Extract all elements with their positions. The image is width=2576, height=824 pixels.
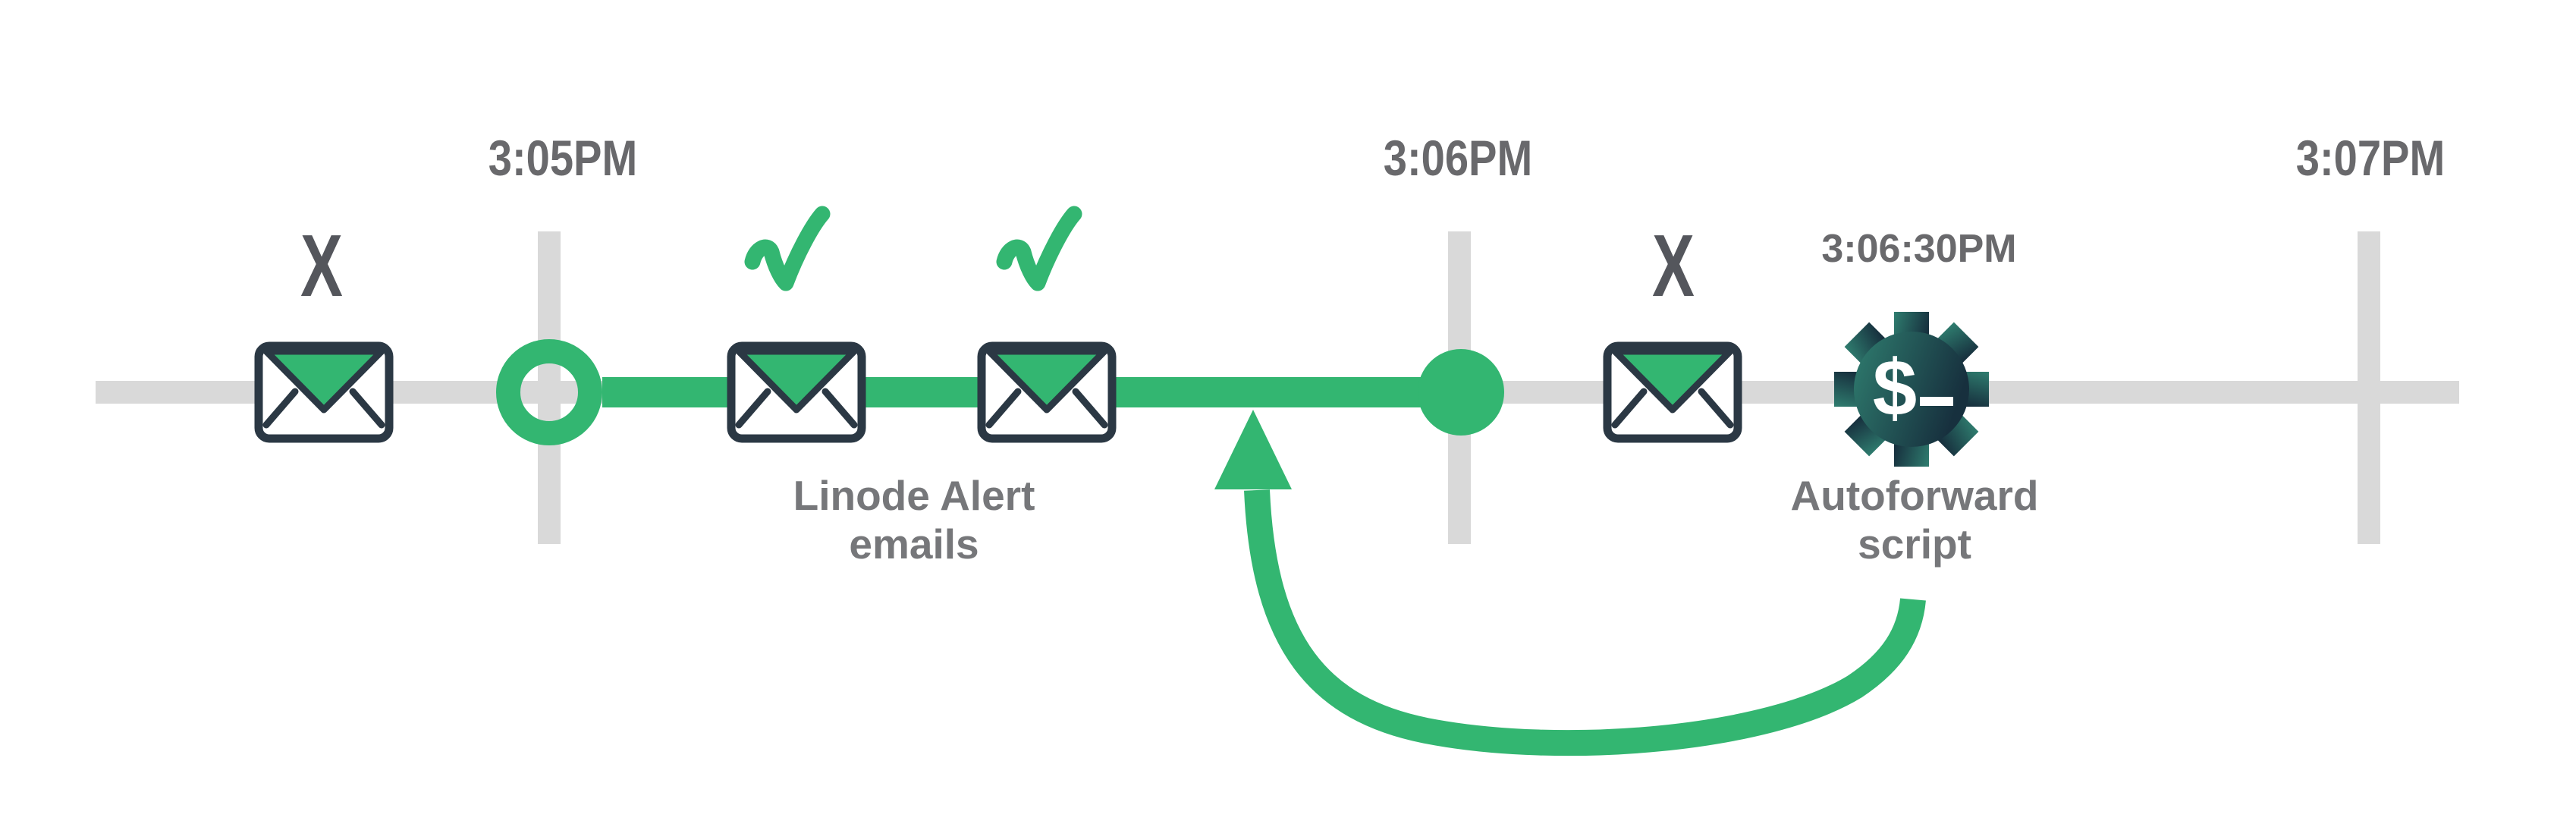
caption-line: script — [1858, 520, 1971, 568]
caption-autoforward-script: Autoforward script — [1702, 472, 2127, 569]
timeline-start-ring-marker — [496, 339, 602, 445]
email-icon — [254, 341, 394, 443]
caption-linode-alert-emails: Linode Alert emails — [702, 472, 1126, 569]
email-icon — [977, 341, 1117, 443]
timestamp-30630pm: 3:06:30PM — [1821, 227, 2017, 271]
caption-line: emails — [849, 520, 979, 568]
fail-x-mark-left: X — [300, 216, 343, 315]
email-icon — [1603, 341, 1742, 443]
dollar-prompt-text: $ — [1873, 344, 1917, 432]
caption-line: Autoforward — [1790, 472, 2039, 519]
success-checkmark-icon — [744, 206, 831, 291]
timeline-end-dot-marker — [1418, 349, 1504, 436]
arrowhead — [1214, 410, 1292, 489]
timestamp-305pm: 3:05PM — [488, 130, 638, 186]
timestamp-306pm: 3:06PM — [1383, 130, 1533, 186]
email-icon — [727, 341, 866, 443]
script-gear-icon: $ — [1834, 312, 1989, 467]
fail-x-mark-right: X — [1652, 216, 1695, 315]
tick-307pm — [2358, 231, 2380, 544]
success-checkmark-icon — [996, 206, 1082, 291]
terminal-cursor-shape — [1920, 397, 1953, 406]
caption-line: Linode Alert — [793, 472, 1035, 519]
timestamp-307pm: 3:07PM — [2295, 130, 2446, 186]
